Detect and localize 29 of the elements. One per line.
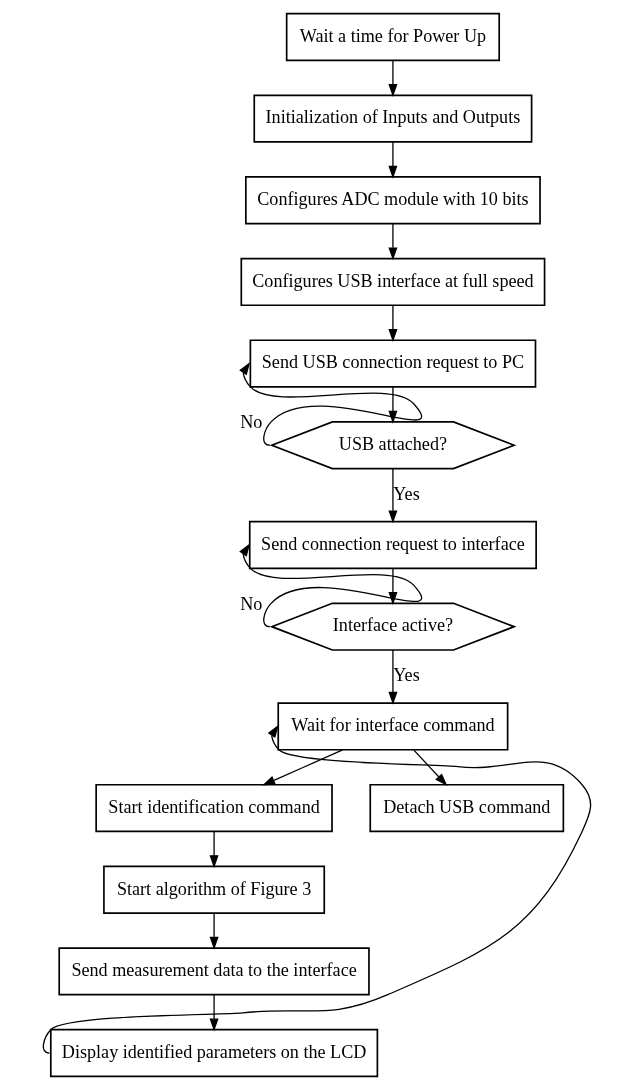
arrow [388, 467, 398, 524]
edge-label: No [240, 593, 263, 614]
node-box: Configures ADC module with 10 bits [245, 176, 541, 225]
edge-label: No [240, 412, 263, 433]
arrow [209, 912, 219, 950]
arrow [388, 141, 398, 179]
arrow [239, 543, 422, 628]
arrow [413, 749, 448, 786]
arrow [388, 568, 398, 606]
node-box: Send measurement data to the interface [58, 947, 370, 996]
node-box: Wait for interface command [277, 702, 509, 751]
node-box: Configures USB interface at full speed [240, 257, 546, 307]
node-box: Wait a time for Power Up [285, 12, 501, 62]
arrow [262, 749, 344, 786]
arrow [388, 60, 398, 98]
arrow [239, 361, 422, 446]
node-box: Initialization of Inputs and Outputs [253, 94, 533, 143]
node-box: Send connection request to interface [248, 520, 537, 570]
arrow [388, 649, 398, 705]
node-box: Send USB connection request to PC [249, 339, 537, 388]
arrow [42, 724, 592, 1054]
arrow [209, 831, 219, 869]
node-box: Display identified parameters on the LCD [49, 1028, 379, 1078]
arrow [388, 305, 398, 342]
arrow [388, 223, 398, 261]
arrow [209, 994, 219, 1032]
node-box: Detach USB command [369, 783, 565, 833]
node-box: Start identification command [95, 783, 333, 833]
node-box: Start algorithm of Figure 3 [103, 865, 326, 914]
